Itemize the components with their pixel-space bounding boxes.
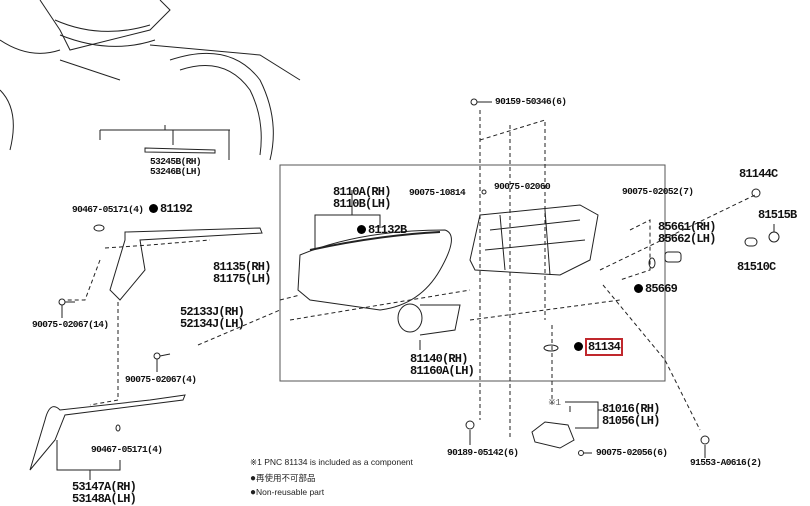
label-81132b[interactable]: 81132B [357, 224, 407, 236]
note-non-reusable-en: ●Non-reusable part [250, 487, 325, 498]
label-90075-02052[interactable]: 90075-02052(7) [622, 186, 694, 197]
label-52133j[interactable]: 52133J(RH)52134J(LH) [180, 305, 245, 331]
note-pnc-component: ※1 PNC 81134 is included as a component [250, 457, 413, 467]
label-90467-bottom[interactable]: 90467-05171(4) [91, 444, 163, 455]
vehicle-front-sketch [0, 0, 301, 161]
non-reusable-dot-icon [634, 284, 643, 293]
label-85669[interactable]: 85669 [634, 283, 678, 295]
label-8110a[interactable]: 8110A(RH)8110B(LH) [333, 185, 391, 211]
label-90075-14[interactable]: 90075-02067(14) [32, 319, 109, 330]
label-91553[interactable]: 91553-A0616(2) [690, 457, 762, 468]
label-90075-10814[interactable]: 90075-10814 [409, 187, 466, 198]
label-90075-02056[interactable]: 90075-02056(6) [596, 447, 668, 458]
label-81140[interactable]: 81140(RH)81160A(LH) [410, 352, 475, 378]
assembly-frame [279, 164, 666, 382]
label-90467-top[interactable]: 90467-05171(4) [72, 204, 144, 215]
label-81135[interactable]: 81135(RH)81175(LH) [213, 260, 271, 286]
label-81134-highlighted[interactable]: 81134 [574, 338, 624, 356]
label-90075-02060[interactable]: 90075-02060 [494, 181, 551, 192]
label-85661[interactable]: 85661(RH)85662(LH) [658, 220, 716, 246]
label-90159[interactable]: 90159-50346(6) [495, 96, 567, 107]
label-90075-4[interactable]: 90075-02067(4) [125, 374, 197, 385]
label-81144c[interactable]: 81144C [739, 167, 778, 181]
note-non-reusable-jp: ●再使用不可部品 [250, 473, 316, 484]
label-81192[interactable]: 81192 [149, 203, 193, 215]
label-ref-1: ※1 [548, 397, 561, 408]
non-reusable-dot-icon [357, 225, 366, 234]
label-90189[interactable]: 90189-05142(6) [447, 447, 519, 458]
label-53147a[interactable]: 53147A(RH)53148A(LH) [72, 480, 137, 506]
label-81016[interactable]: 81016(RH)81056(LH) [602, 402, 660, 428]
highlight-box: 81134 [585, 338, 624, 356]
non-reusable-dot-icon [149, 204, 158, 213]
label-53245b[interactable]: 53245B(RH)53246B(LH) [150, 156, 202, 177]
non-reusable-dot-icon [574, 342, 583, 351]
label-81515b[interactable]: 81515B [758, 208, 797, 222]
label-81510c[interactable]: 81510C [737, 260, 776, 274]
